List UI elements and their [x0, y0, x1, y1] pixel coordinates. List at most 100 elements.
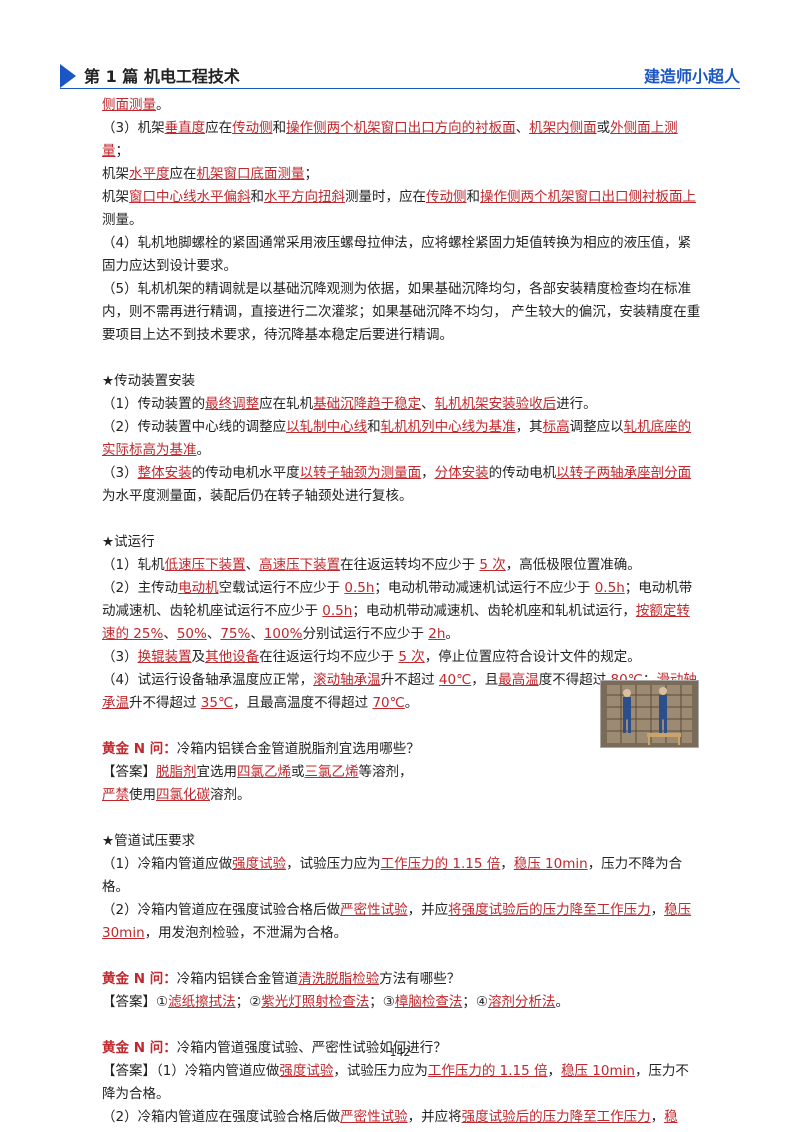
highlighted-term: 紫光灯照射检查法	[261, 994, 370, 1010]
highlighted-term: 强度试验	[232, 856, 287, 872]
paragraph: （1）轧机低速压下装置、高速压下装置在往返运转均不应少于 5 次，高低极限位置准…	[102, 554, 702, 577]
paragraph: （2）主传动电动机空载试运行不应少于 0.5h；电动机带动减速机试运行不应少于 …	[102, 577, 702, 646]
text-run: （4）试运行设备轴承温度应正常，	[102, 672, 314, 688]
text-run: ，压力不降为合格。	[102, 856, 683, 895]
text-run: 、	[250, 626, 264, 642]
text-run: 和	[466, 189, 481, 205]
highlighted-term: 窗口中心线水平偏斜	[129, 189, 251, 205]
paragraph: （4）试运行设备轴承温度应正常，滚动轴承温升不超过 40℃，且最高温度不得超过 …	[102, 669, 702, 715]
highlighted-term: 机架窗口底面测量	[196, 166, 305, 182]
paragraph: （3）整体安装的传动电机水平度以转子轴颈为测量面，分体安装的传动电机以转子两轴承…	[102, 462, 702, 508]
text-run: ；②	[235, 994, 262, 1010]
highlighted-term: 轧机底座的实际标高为基准	[102, 419, 692, 458]
text-run: 应在	[205, 120, 233, 136]
text-run: 和	[272, 120, 287, 136]
text-run: ；电动机带动减速机试运行不应少于	[374, 580, 595, 596]
highlighted-term: 40℃	[438, 672, 472, 688]
highlighted-term: 机架内侧面	[529, 120, 597, 136]
text-run: 调整应以	[569, 419, 624, 435]
text-run: 及	[191, 649, 206, 665]
text-run: （2）传动装置中心线的调整应	[102, 419, 287, 435]
text-run: 使用	[129, 787, 156, 803]
highlighted-term: 低速压下装置	[164, 557, 246, 573]
text-run: ；电动机带动减速机、齿轮机座试运行不应少于	[102, 580, 693, 619]
text-run: 、	[245, 557, 260, 573]
paragraph: 机架水平度应在机架窗口底面测量；	[102, 163, 702, 186]
text-run: 。	[555, 994, 569, 1010]
text-run: ，并应将	[407, 1109, 462, 1125]
highlighted-term: 滤纸擦拭法	[168, 994, 236, 1010]
text-run: 。	[156, 97, 170, 113]
text-run: 的传动电机水平度	[191, 465, 300, 481]
text-run: （4）轧机地脚螺栓的紧固通常采用液压螺母拉伸法，应将螺栓紧固力矩值转换为相应的液…	[102, 235, 692, 274]
paragraph: 黄金 N 问：冷箱内铝镁合金管道清洗脱脂检验方法有哪些？	[102, 968, 702, 991]
text-run: 方法有哪些？	[379, 971, 461, 987]
highlighted-term: 樟脑检查法	[394, 994, 463, 1010]
text-run: ，	[650, 902, 665, 918]
highlighted-term: 严密性试验	[340, 902, 408, 918]
question-label: 黄金 N 问：	[102, 1040, 177, 1056]
text-run: ，且最高温度不得超过	[233, 695, 373, 711]
highlighted-term: 分体安装	[434, 465, 489, 481]
text-run: （1）轧机	[102, 557, 165, 573]
text-run: （2）主传动	[102, 580, 179, 596]
highlighted-term: 稳	[664, 1109, 678, 1125]
highlighted-term: 100%	[263, 626, 303, 642]
text-run: ；③	[369, 994, 395, 1010]
text-run: 或	[291, 764, 305, 780]
paragraph: 【答案】脱脂剂宜选用四氯乙烯或三氯乙烯等溶剂，	[102, 761, 582, 784]
text-run: ，	[421, 465, 435, 481]
paragraph: 【答案】（1）冷箱内管道应做强度试验，试验压力应为工作压力的 1.15 倍，稳压…	[102, 1060, 702, 1106]
text-run: ，试验压力应为	[333, 1063, 428, 1079]
text-run: 等溶剂，	[358, 764, 413, 780]
highlighted-term: 电动机	[178, 580, 219, 596]
highlighted-term: 将强度试验后的压力降至工作压力	[448, 902, 651, 918]
text-run: 【答案】（1）冷箱内管道应做	[102, 1063, 280, 1079]
text-run: ，	[547, 1063, 562, 1079]
highlighted-term: 滚动轴承温	[313, 672, 381, 688]
text-run: 机架	[102, 189, 129, 205]
highlighted-term: 75%	[220, 626, 251, 642]
text-run: （1）传动装置的	[102, 396, 206, 412]
text-run: ，用发泡剂检验，不泄漏为合格。	[144, 925, 348, 941]
chapter-title: 第 1 篇 机电工程技术	[84, 67, 240, 86]
text-run: 应在	[169, 166, 197, 182]
text-run: ★管道试压要求	[102, 833, 196, 849]
text-run: 空载试运行不应少于	[218, 580, 345, 596]
paragraph: （5）轧机机架的精调就是以基础沉降观测为依据，如果基础沉降均匀，各部安装精度检查…	[102, 278, 702, 347]
text-run: 或	[596, 120, 611, 136]
paragraph: ★管道试压要求	[102, 830, 702, 853]
text-run: ；④	[462, 994, 488, 1010]
text-run: ；	[304, 166, 319, 182]
highlighted-term: 轧机机列中心线为基准	[380, 419, 516, 435]
highlighted-term: 0.5h	[322, 603, 353, 619]
highlighted-term: 稳压 10min	[513, 856, 588, 872]
highlighted-term: 传动侧	[426, 189, 467, 205]
text-run: （1）冷箱内管道应做	[102, 856, 233, 872]
paragraph: （1）传动装置的最终调整应在轧机基础沉降趋于稳定、轧机机架安装验收后进行。	[102, 393, 702, 416]
chapter-arrow-icon	[60, 64, 76, 88]
text-run: 宜选用	[196, 764, 238, 780]
highlighted-term: 外侧面上测量	[102, 120, 678, 159]
text-run: 。	[445, 626, 459, 642]
text-run: 在往返运行均不应少于	[259, 649, 399, 665]
paragraph: （2）传动装置中心线的调整应以轧制中心线和轧机机列中心线为基准，其标高调整应以轧…	[102, 416, 702, 462]
highlighted-term: 四氯化碳	[156, 787, 210, 803]
paragraph: （2）冷箱内管道应在强度试验合格后做严密性试验，并应将强度试验后的压力降至工作压…	[102, 1106, 702, 1129]
highlighted-term: 最终调整	[205, 396, 260, 412]
highlighted-term: 70℃	[372, 695, 405, 711]
highlighted-term: 基础沉降趋于稳定	[313, 396, 422, 412]
paragraph-gap	[102, 508, 702, 531]
paragraph: 【答案】①滤纸擦拭法；②紫光灯照射检查法；③樟脑检查法；④溶剂分析法。	[102, 991, 702, 1014]
highlighted-term: 严禁	[102, 787, 129, 803]
highlighted-term: 2h	[428, 626, 446, 642]
highlighted-term: 传动侧	[232, 120, 273, 136]
text-run: 、	[163, 626, 177, 642]
text-run: 进行。	[556, 396, 597, 412]
text-run: 测量时，应在	[345, 189, 426, 205]
paragraph: 侧面测量。	[102, 94, 702, 117]
text-run: 分别试运行不应少于	[302, 626, 429, 642]
text-run: 。	[196, 442, 211, 458]
highlighted-term: 工作压力的 1.15 倍	[427, 1063, 548, 1079]
text-run: 为水平度测量面，装配后仍在转子轴颈处进行复核。	[102, 488, 413, 504]
